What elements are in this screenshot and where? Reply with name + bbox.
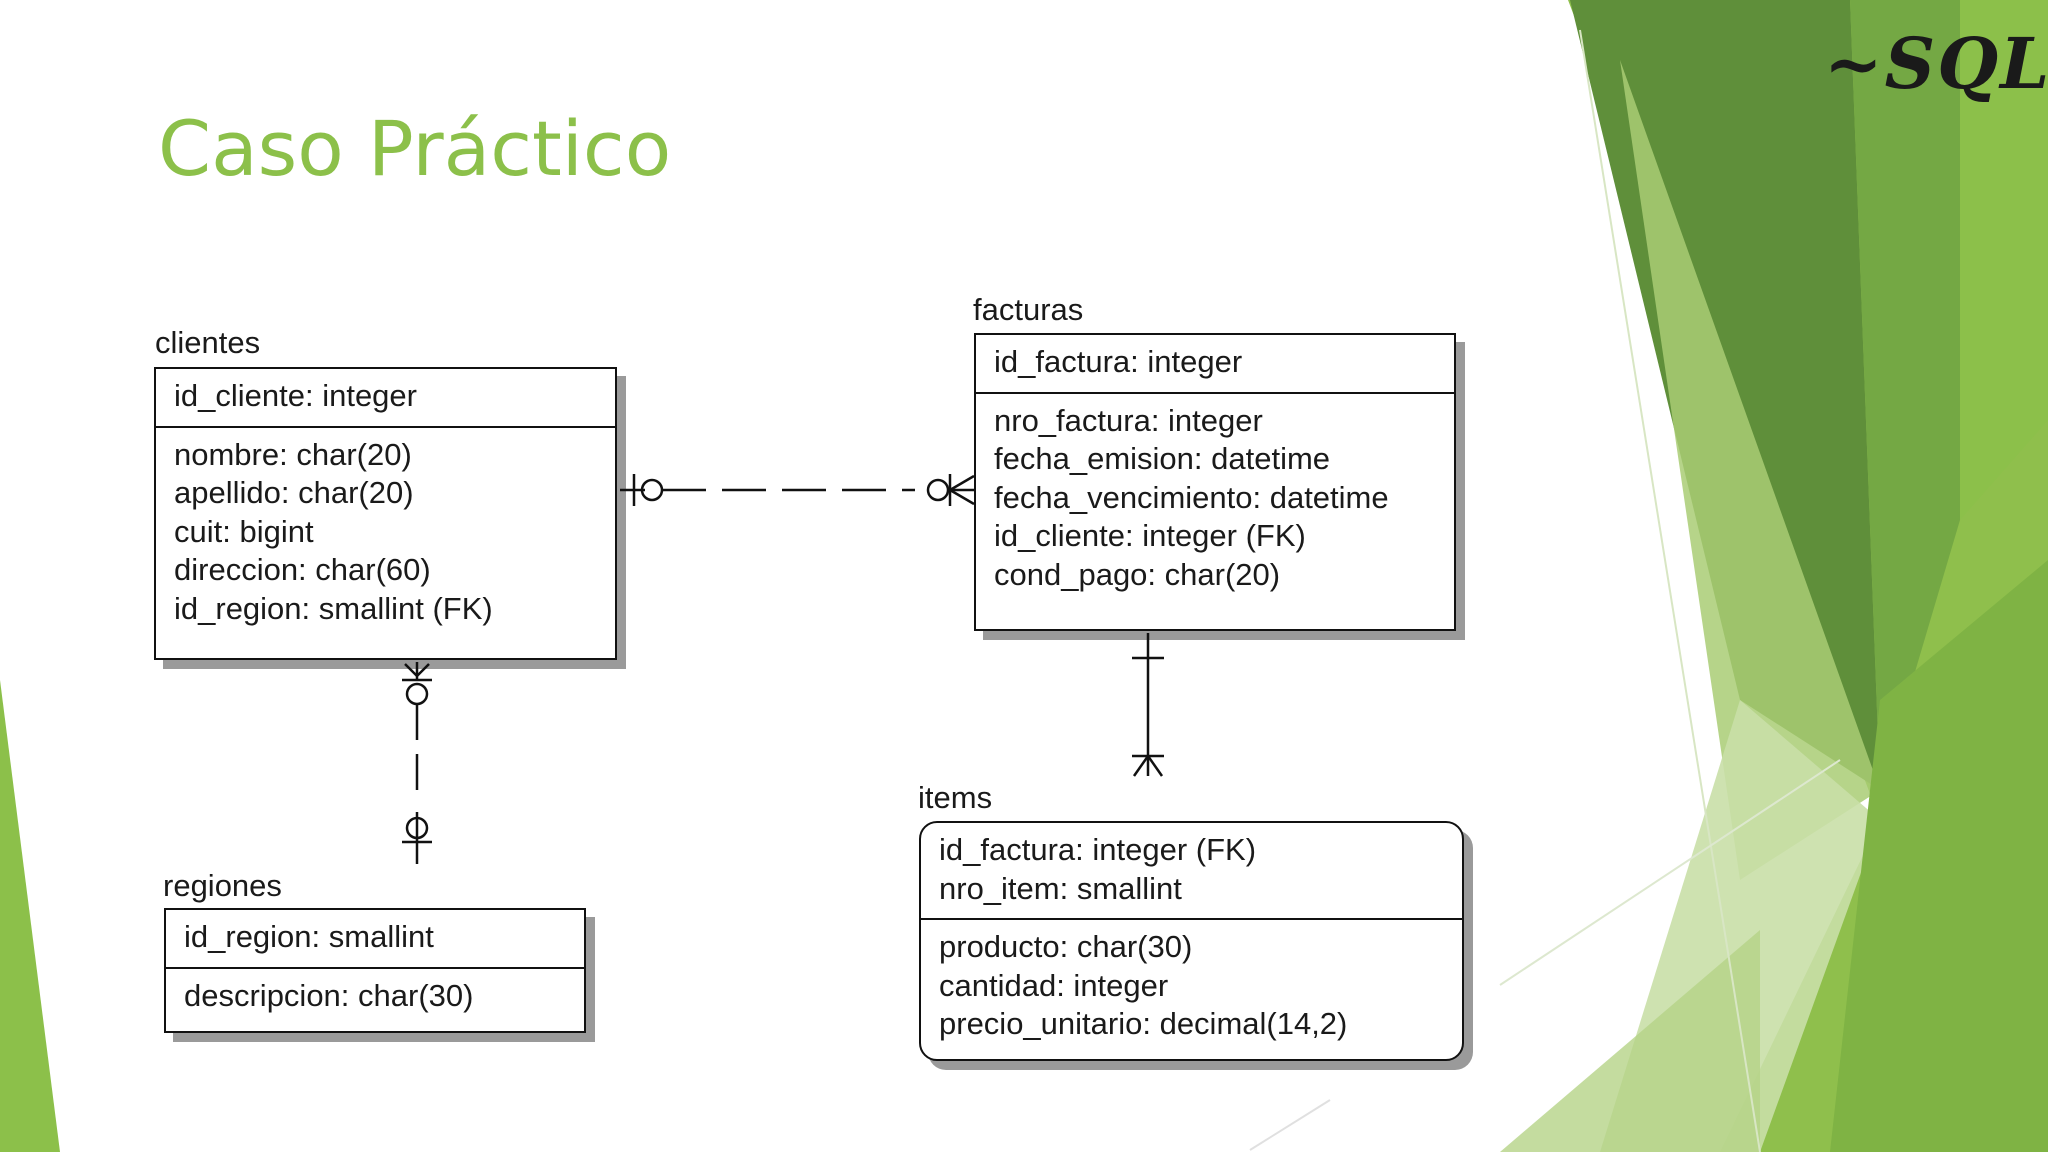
entity-facturas: id_factura: integer nro_factura: integer… bbox=[974, 333, 1456, 631]
entity-name-regiones: regiones bbox=[163, 868, 282, 903]
entity-attribute: id_region: smallint bbox=[184, 919, 434, 954]
bg-shape-mid2 bbox=[1960, 0, 2048, 520]
entity-attribute: cantidad: integer bbox=[939, 967, 1169, 1003]
entity-attribute: id_factura: integer bbox=[994, 344, 1243, 379]
slide-title: Caso Práctico bbox=[158, 104, 672, 193]
bg-shape-left bbox=[0, 680, 60, 1152]
entity-attribute: id_region: smallint (FK) bbox=[174, 590, 493, 626]
bg-line-1 bbox=[1579, 29, 1761, 1152]
entity-clientes: id_cliente: integer nombre: char(20)apel… bbox=[154, 367, 617, 660]
bg-line-2 bbox=[1499, 759, 1841, 986]
relationship-clientes-facturas bbox=[620, 474, 975, 506]
entity-attribute: nro_item: smallint bbox=[939, 870, 1182, 906]
entity-attribute: descripcion: char(30) bbox=[184, 977, 474, 1013]
entity-attribute: fecha_vencimiento: datetime bbox=[994, 479, 1389, 515]
entity-name-clientes: clientes bbox=[155, 325, 261, 360]
entity-attribute: apellido: char(20) bbox=[174, 475, 414, 510]
entity-keys: id_cliente: integer bbox=[156, 369, 615, 428]
sql-logo: ~SQL bbox=[1824, 22, 2048, 105]
entity-attributes: nombre: char(20)apellido: char(20)cuit: … bbox=[156, 428, 615, 639]
entity-name-items: items bbox=[918, 780, 993, 815]
entity-attribute: direccion: char(60) bbox=[174, 552, 431, 587]
entity-name-facturas: facturas bbox=[973, 292, 1084, 327]
bg-line-3 bbox=[1249, 1099, 1331, 1151]
entity-attribute: nro_factura: integer bbox=[994, 402, 1263, 438]
entity-items: id_factura: integer (FK)nro_item: smalli… bbox=[919, 821, 1464, 1061]
entity-keys: id_factura: integer bbox=[976, 335, 1454, 394]
entity-regiones: id_region: smallint descripcion: char(30… bbox=[164, 908, 586, 1033]
relationship-facturas-items bbox=[1132, 633, 1164, 777]
entity-attribute: cond_pago: char(20) bbox=[994, 556, 1281, 592]
bg-shape-bottom-pale bbox=[1500, 930, 1760, 1152]
entity-attributes: descripcion: char(30) bbox=[166, 969, 584, 1026]
entity-attribute: id_cliente: integer (FK) bbox=[994, 518, 1306, 553]
entity-attribute: producto: char(30) bbox=[939, 929, 1193, 964]
entity-attribute: precio_unitario: decimal(14,2) bbox=[939, 1006, 1348, 1041]
relationship-clientes-regiones bbox=[402, 662, 432, 864]
bg-shape-bottom bbox=[1830, 560, 2048, 1152]
entity-attribute: id_factura: integer (FK) bbox=[939, 832, 1257, 867]
entity-attribute: id_cliente: integer bbox=[174, 378, 417, 413]
bg-shape-mid bbox=[1850, 0, 1960, 790]
entity-keys: id_region: smallint bbox=[166, 910, 584, 969]
entity-attribute: nombre: char(20) bbox=[174, 436, 412, 472]
entity-attribute: fecha_emision: datetime bbox=[994, 441, 1331, 476]
entity-keys: id_factura: integer (FK)nro_item: smalli… bbox=[921, 823, 1462, 920]
bg-shape-light bbox=[1620, 60, 1880, 880]
entity-attribute: cuit: bigint bbox=[174, 513, 314, 549]
